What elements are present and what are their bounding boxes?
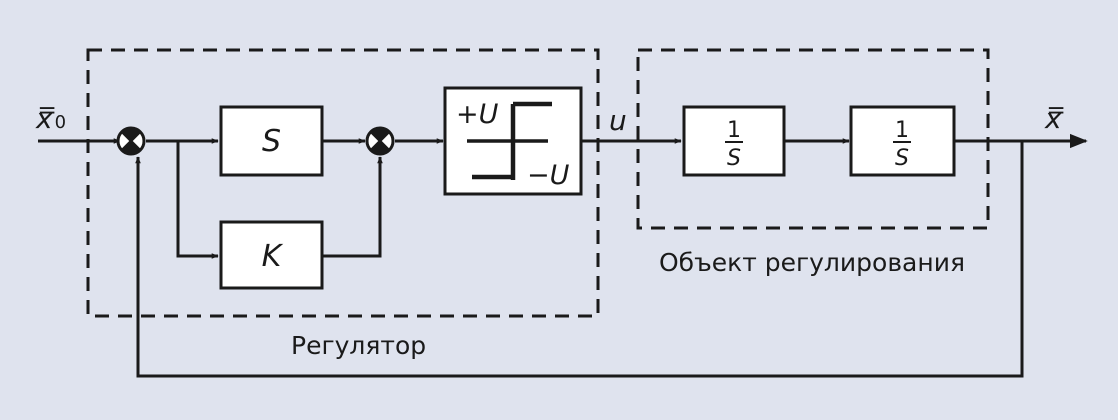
input-signal-label: x̿0 [35,102,66,135]
block-k-label: K [262,239,284,274]
branch-to-k-line [176,141,219,259]
control-signal-label: u [609,104,627,137]
plant-block-2-numerator: 1 [895,118,909,143]
input-signal-subscript: 0 [55,112,66,133]
plant-group-box [636,48,990,230]
k-to-sum2-line [322,156,383,258]
summing-junction-1 [116,126,146,156]
controller-group-box [86,48,600,318]
block-s: S [219,105,324,177]
plant-block-1-denominator: S [727,146,741,171]
plant-block-2: 1 S [849,105,956,177]
plant-block-1: 1 S [682,105,786,177]
block-s-label: S [262,124,281,159]
feedback-line [135,141,1024,378]
relay-characteristic [467,101,552,180]
relay-block: +U −U [443,86,583,196]
block-k: K [219,220,324,290]
controller-caption: Регулятор [291,331,426,360]
relay-plus-label: +U [456,99,499,130]
summing-junction-2 [365,126,395,156]
output-signal-label: x̿ [1044,102,1064,135]
plant-block-1-numerator: 1 [727,118,741,143]
input-signal-symbol: x̿ [35,102,55,135]
plant-caption: Объект регулирования [659,248,965,277]
relay-minus-label: −U [527,160,570,191]
plant-block-2-denominator: S [895,146,909,171]
